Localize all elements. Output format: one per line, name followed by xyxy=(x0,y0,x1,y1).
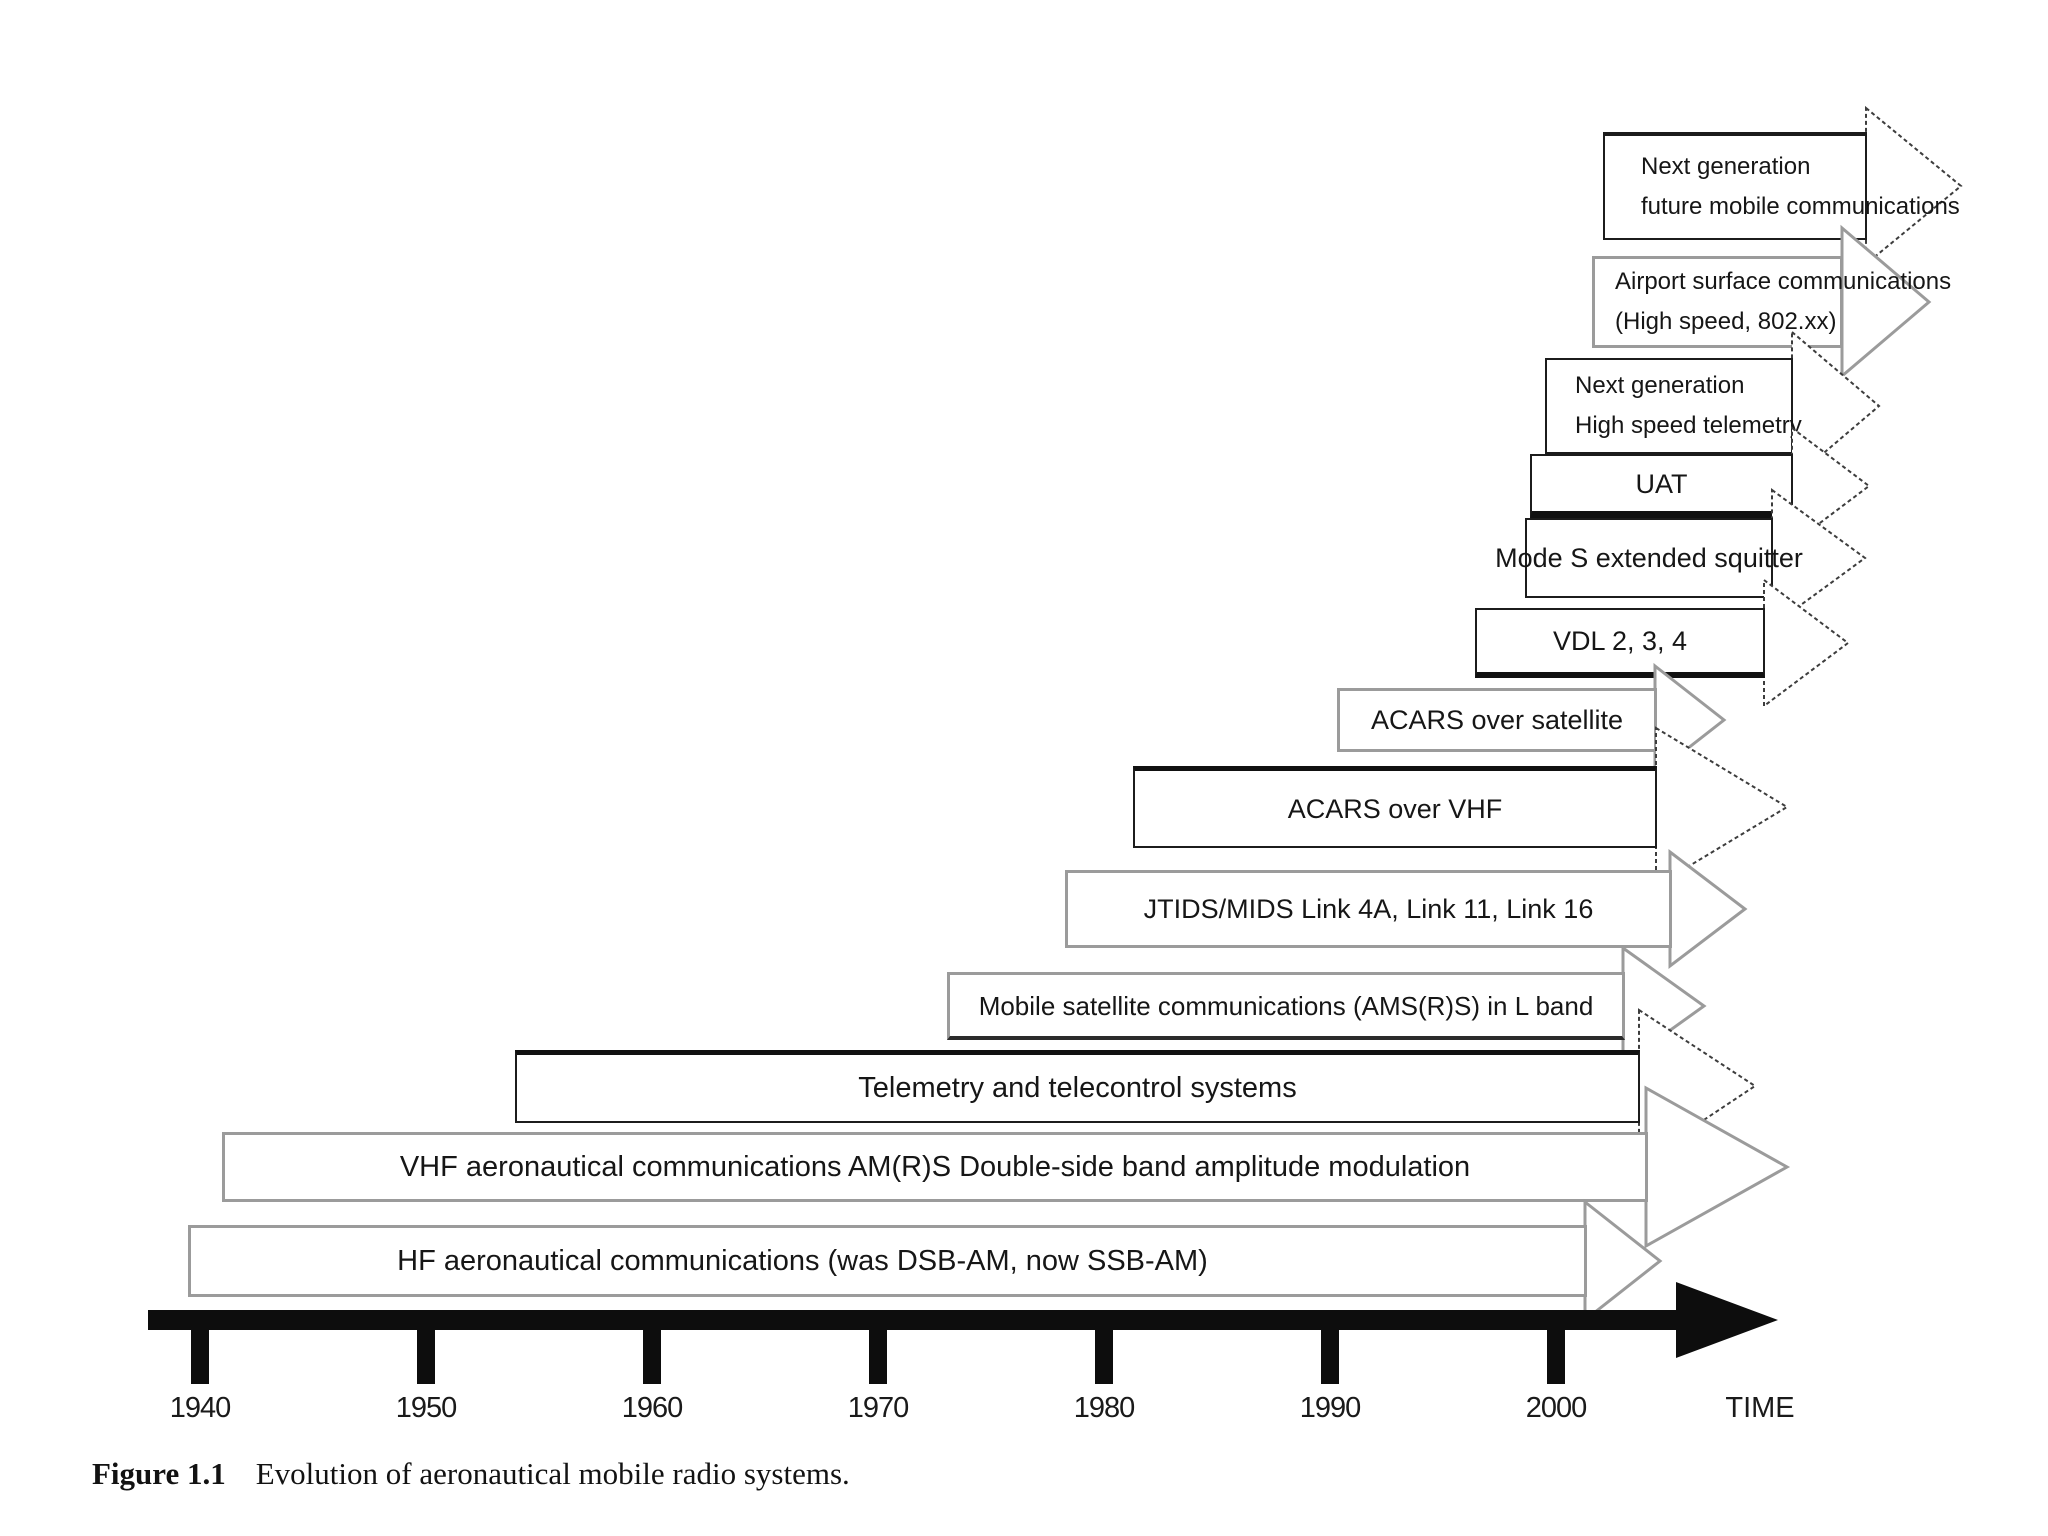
time-axis-bar xyxy=(148,1310,1678,1330)
arrow-next-gen-telemetry: Next generation High speed telemetry xyxy=(1545,329,1881,483)
arrow-head xyxy=(1771,488,1867,628)
arrow-airport-surface: Airport surface communications (High spe… xyxy=(1592,224,1951,380)
axis-label-1940: 1940 xyxy=(169,1392,232,1424)
row-label-line: Next generation xyxy=(1641,153,1811,180)
axis-label-1960: 1960 xyxy=(621,1392,684,1424)
row-label: ACARS over satellite xyxy=(1370,705,1624,735)
arrow-box: Airport surface communications (High spe… xyxy=(1592,256,1951,348)
axis-label-2000: 2000 xyxy=(1525,1392,1588,1424)
axis-tick-1970 xyxy=(869,1328,887,1384)
arrow-box: UAT xyxy=(1530,454,1793,518)
arrow-acars-satellite: ACARS over satellite xyxy=(1337,662,1727,778)
arrow-telemetry-telecontrol: Telemetry and telecontrol systems xyxy=(515,1008,1757,1165)
axis-tick-2000 xyxy=(1547,1328,1565,1384)
row-label-line: Airport surface communications xyxy=(1615,268,1952,295)
row-label: Telemetry and telecontrol systems xyxy=(858,1072,1297,1104)
row-label-line: (High speed, 802.xx) xyxy=(1615,308,1837,335)
axis-tick-1990 xyxy=(1321,1328,1339,1384)
arrow-head xyxy=(1655,726,1789,888)
arrow-box: ACARS over VHF xyxy=(1133,766,1657,848)
axis-label-1980: 1980 xyxy=(1073,1392,1136,1424)
figure-caption-text: Evolution of aeronautical mobile radio s… xyxy=(255,1456,850,1491)
arrow-box: Mode S extended squitter xyxy=(1495,518,1803,598)
time-axis-arrowhead-icon xyxy=(1676,1282,1778,1358)
row-label: VHF aeronautical communications AM(R)S D… xyxy=(399,1151,1471,1183)
figure-number: Figure 1.1 xyxy=(92,1456,226,1491)
arrow-vdl: VDL 2, 3, 4 xyxy=(1475,578,1850,708)
row-label: JTIDS/MIDS Link 4A, Link 11, Link 16 xyxy=(1143,894,1594,924)
arrow-jtids-mids: JTIDS/MIDS Link 4A, Link 11, Link 16 xyxy=(1065,848,1748,970)
arrow-head xyxy=(1791,425,1871,547)
row-label: UAT xyxy=(1635,468,1688,499)
arrow-head xyxy=(1583,1198,1663,1324)
arrow-box: VHF aeronautical communications AM(R)S D… xyxy=(222,1132,1648,1202)
arrow-head xyxy=(1763,578,1850,708)
axis-label-time: TIME xyxy=(1725,1392,1795,1424)
axis-tick-1980 xyxy=(1095,1328,1113,1384)
axis-label-1950: 1950 xyxy=(395,1392,458,1424)
axis-label-1990: 1990 xyxy=(1299,1392,1362,1424)
row-label: Mode S extended squitter xyxy=(1495,543,1803,573)
axis-label-1970: 1970 xyxy=(847,1392,910,1424)
row-label: VDL 2, 3, 4 xyxy=(1552,626,1688,656)
arrow-box: JTIDS/MIDS Link 4A, Link 11, Link 16 xyxy=(1065,870,1672,948)
axis-tick-1950 xyxy=(417,1328,435,1384)
figure-caption: Figure 1.1 Evolution of aeronautical mobi… xyxy=(92,1456,850,1492)
arrow-hf-aeronautical: HF aeronautical communications (was DSB-… xyxy=(188,1198,1663,1324)
arrow-box: Next generation future mobile communicat… xyxy=(1603,132,1960,240)
arrow-mobile-satellite: Mobile satellite communications (AMS(R)S… xyxy=(947,945,1707,1067)
arrow-mode-s: Mode S extended squitter xyxy=(1495,488,1867,628)
row-label: Mobile satellite communications (AMS(R)S… xyxy=(978,990,1594,1021)
arrow-box: ACARS over satellite xyxy=(1337,688,1657,752)
row-label-line: High speed telemetry xyxy=(1575,412,1802,439)
arrow-box: Telemetry and telecontrol systems xyxy=(515,1050,1640,1123)
row-label-line: Next generation xyxy=(1575,372,1745,399)
arrow-head xyxy=(1644,1085,1791,1249)
arrow-box: Next generation High speed telemetry xyxy=(1545,358,1802,454)
arrow-uat: UAT xyxy=(1530,425,1871,547)
row-label: HF aeronautical communications (was DSB-… xyxy=(397,1245,1208,1277)
axis-tick-1960 xyxy=(643,1328,661,1384)
arrow-acars-vhf: ACARS over VHF xyxy=(1133,726,1789,888)
arrow-next-gen-future-mobile: Next generation future mobile communicat… xyxy=(1603,105,1963,267)
arrow-box: Mobile satellite communications (AMS(R)S… xyxy=(947,972,1625,1040)
arrow-box: HF aeronautical communications (was DSB-… xyxy=(188,1225,1587,1297)
row-label-line: future mobile communications xyxy=(1641,193,1960,220)
row-label: ACARS over VHF xyxy=(1287,793,1503,824)
axis-tick-1940 xyxy=(191,1328,209,1384)
arrow-box: VDL 2, 3, 4 xyxy=(1475,608,1765,678)
arrow-vhf-aeronautical: VHF aeronautical communications AM(R)S D… xyxy=(222,1085,1791,1249)
